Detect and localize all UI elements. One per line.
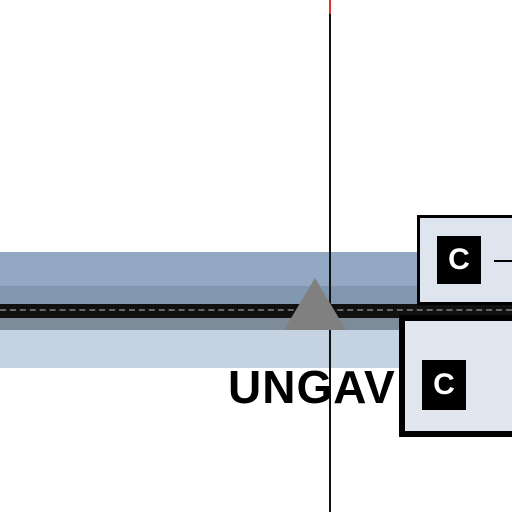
frequency-badge-upper: C	[437, 236, 481, 284]
meridian-line	[329, 0, 331, 512]
waypoint-label[interactable]: UNGAV	[228, 361, 396, 413]
waypoint-triangle-icon[interactable]	[284, 278, 346, 330]
route-line[interactable]	[0, 304, 512, 318]
airway-band-shade-lower	[0, 318, 512, 330]
frequency-badge-lower: C	[422, 360, 466, 410]
airway-band-shade	[0, 286, 512, 304]
meridian-tick	[329, 0, 331, 14]
frequency-dash	[494, 260, 512, 262]
route-line-dash	[0, 309, 512, 311]
